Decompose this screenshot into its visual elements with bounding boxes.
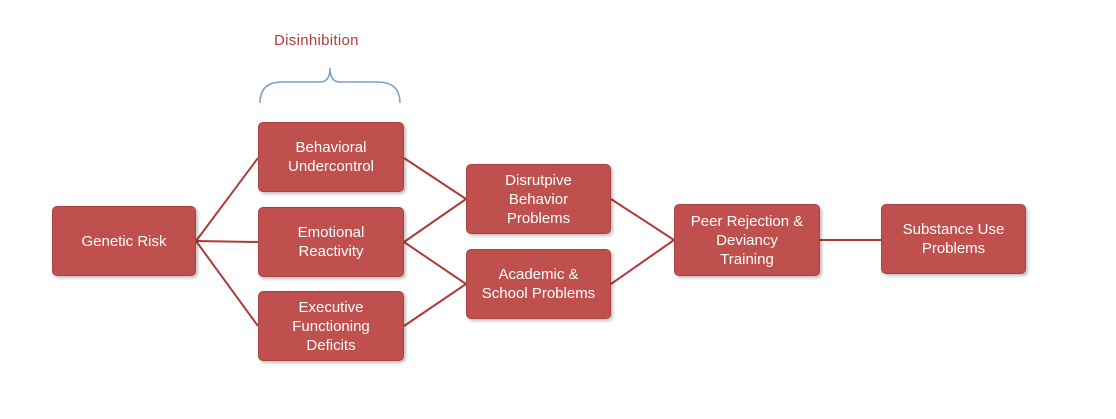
connector-genetic-to-emotional <box>195 240 259 243</box>
connector-emotional-to-disruptive <box>403 198 467 243</box>
disruptive-behavior-problems-node: Disrutpive Behavior Problems <box>466 164 611 234</box>
disinhibition-brace <box>259 67 401 104</box>
peer-rejection-deviancy-training-node: Peer Rejection & Deviancy Training <box>674 204 820 276</box>
connector-academic-to-peer <box>610 239 675 285</box>
executive-functioning-deficits-node: Executive Functioning Deficits <box>258 291 404 361</box>
connector-genetic-to-behavioral <box>195 157 259 242</box>
academic-school-problems-node: Academic & School Problems <box>466 249 611 319</box>
connector-genetic-to-executive <box>195 240 259 327</box>
connector-executive-to-academic <box>403 283 467 327</box>
behavioral-undercontrol-node: Behavioral Undercontrol <box>258 122 404 192</box>
connector-behavioral-to-disruptive <box>403 157 467 200</box>
disinhibition-label: Disinhibition <box>274 32 359 49</box>
emotional-reactivity-node: Emotional Reactivity <box>258 207 404 277</box>
substance-use-problems-node: Substance Use Problems <box>881 204 1026 274</box>
connector-disruptive-to-peer <box>610 198 675 241</box>
connector-emotional-to-academic <box>403 241 467 285</box>
genetic-risk-node: Genetic Risk <box>52 206 196 276</box>
